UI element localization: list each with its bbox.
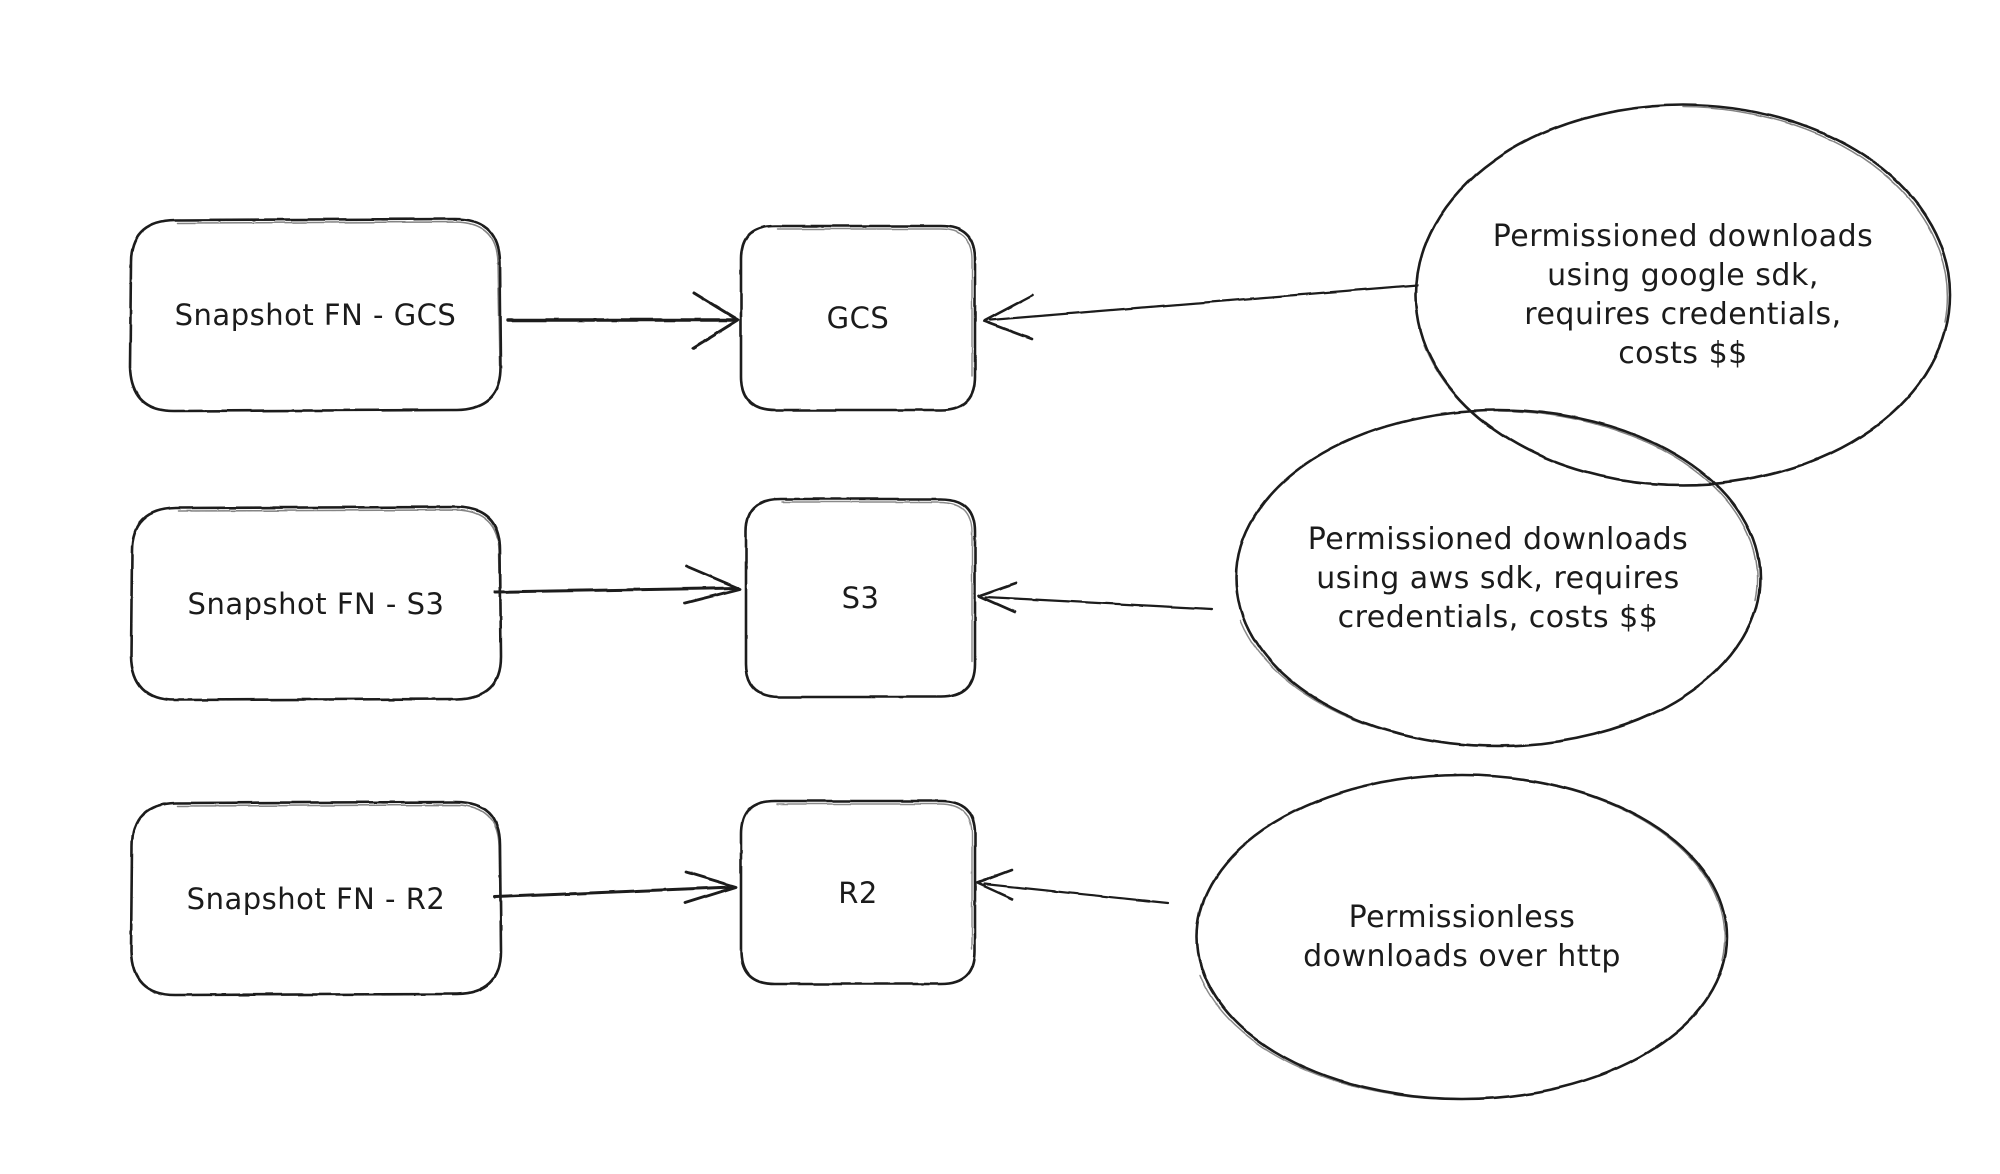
edge-note-r2-to-r2 bbox=[975, 868, 1170, 905]
edge-snapshot-r2-to-r2 bbox=[493, 870, 738, 905]
node-gcs bbox=[739, 224, 977, 412]
edge-snapshot-s3-to-s3 bbox=[493, 564, 742, 605]
note-gcs-ellipse bbox=[1414, 103, 1952, 487]
edge-note-gcs-to-gcs bbox=[982, 283, 1420, 341]
node-snapshot-fn-r2 bbox=[129, 800, 503, 997]
edge-note-s3-to-s3 bbox=[977, 581, 1214, 614]
node-s3 bbox=[744, 497, 977, 699]
note-s3-ellipse bbox=[1234, 408, 1762, 748]
node-r2 bbox=[739, 799, 977, 986]
node-snapshot-fn-gcs bbox=[128, 217, 503, 413]
node-snapshot-fn-s3 bbox=[129, 505, 503, 702]
note-r2-ellipse bbox=[1195, 773, 1729, 1101]
edge-snapshot-gcs-to-gcs bbox=[506, 291, 740, 350]
